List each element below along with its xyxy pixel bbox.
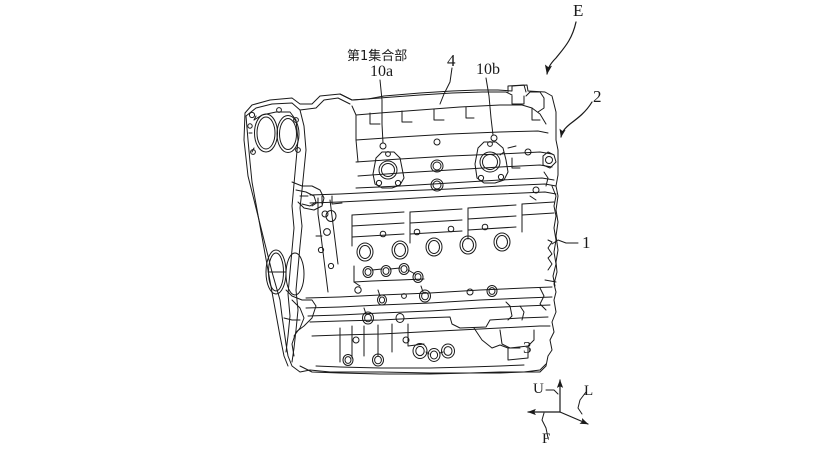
label-jp-first-collecting-section: 第1集合部 xyxy=(347,49,408,64)
label-ref-4: 4 xyxy=(447,51,456,70)
label-axis-up: U xyxy=(533,381,544,397)
head-block-joint xyxy=(309,183,557,205)
bolt-chain xyxy=(353,263,425,294)
timing-cover xyxy=(245,97,351,367)
block-skirt xyxy=(305,285,553,325)
label-axis-left: L xyxy=(584,383,594,399)
label-axis-front: F xyxy=(542,431,551,447)
orientation-axes xyxy=(527,379,589,439)
label-ref-10a: 10a xyxy=(370,63,394,80)
block-right-edge xyxy=(539,185,557,311)
oil-pan xyxy=(299,316,551,375)
ref-2-arrow xyxy=(559,101,593,138)
label-ref-2: 2 xyxy=(593,87,602,106)
label-ref-10b: 10b xyxy=(476,61,500,78)
label-ref-1: 1 xyxy=(582,233,591,252)
direction-arrow-e xyxy=(544,21,577,75)
cylinder-block xyxy=(311,197,555,294)
leader-lines xyxy=(379,67,579,349)
engine-outline xyxy=(243,84,559,374)
label-direction-e: E xyxy=(573,1,584,20)
cylinder-head-cover xyxy=(339,84,549,163)
label-ref-3: 3 xyxy=(523,338,532,357)
cylinder-head xyxy=(355,141,557,201)
